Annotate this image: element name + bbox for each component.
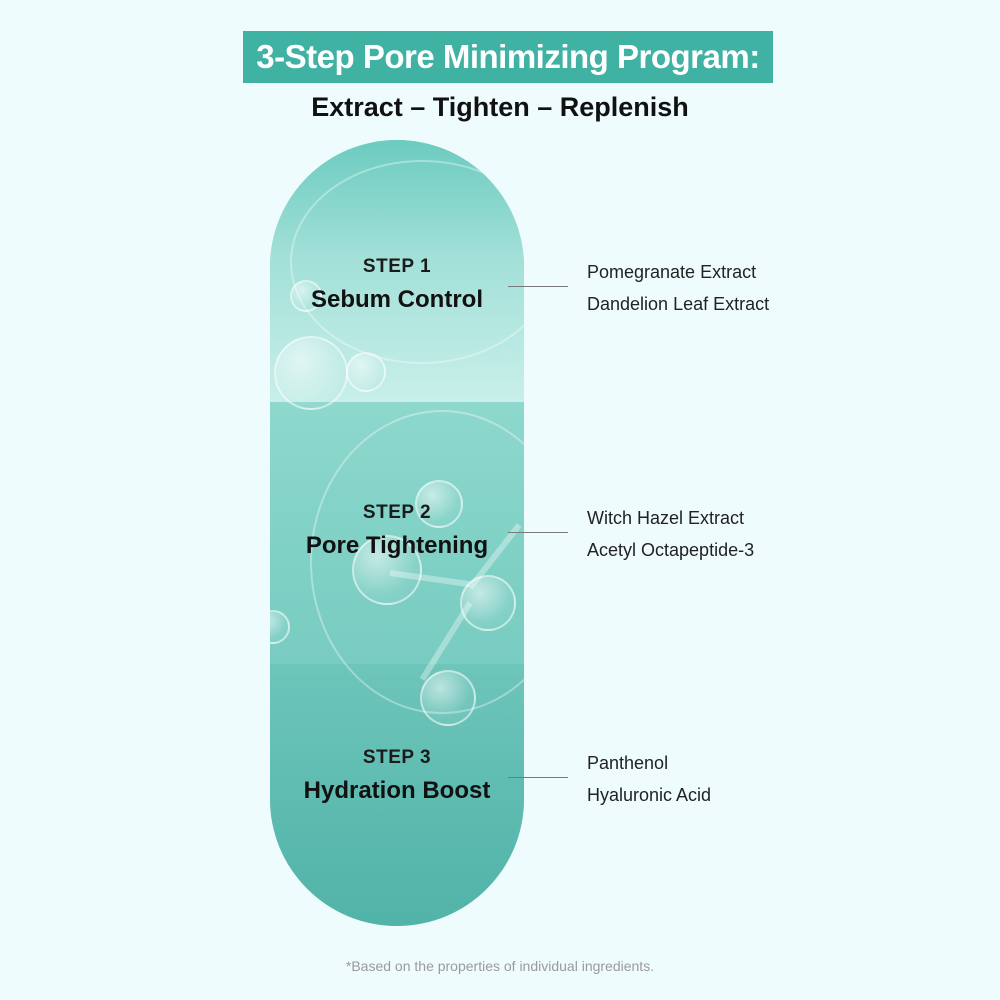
molecule-sphere-decoration xyxy=(420,670,476,726)
step-1-block: STEP 1 Sebum Control xyxy=(270,256,524,314)
page-subtitle: Extract – Tighten – Replenish xyxy=(311,92,689,122)
step-3-connector-line xyxy=(508,777,568,778)
ingredient-item: Dandelion Leaf Extract xyxy=(587,294,770,314)
step-3-title: Hydration Boost xyxy=(303,777,491,804)
step-2-connector-line xyxy=(508,532,568,533)
ingredient-item: Hyaluronic Acid xyxy=(587,785,712,805)
ingredient-item: Witch Hazel Extract xyxy=(587,508,745,528)
capsule-section-3 xyxy=(270,664,524,926)
water-bubble-decoration xyxy=(346,352,386,392)
molecule-sphere-decoration xyxy=(460,575,516,631)
step-1-title: Sebum Control xyxy=(311,286,483,313)
step-2-block: STEP 2 Pore Tightening xyxy=(270,502,524,560)
step-2-label: STEP 2 xyxy=(362,502,432,523)
molecule-sphere-decoration xyxy=(415,480,463,528)
step-3-ingredients: Panthenol Hyaluronic Acid xyxy=(587,747,711,811)
step-capsule: STEP 1 Sebum Control STEP 2 Pore Tighten… xyxy=(270,140,524,926)
water-ring-decoration xyxy=(290,160,524,364)
step-3-block: STEP 3 Hydration Boost xyxy=(270,747,524,805)
title-banner: 3-Step Pore Minimizing Program: xyxy=(243,31,773,83)
step-2-ingredients: Witch Hazel Extract Acetyl Octapeptide-3 xyxy=(587,502,754,566)
page-title: 3-Step Pore Minimizing Program: xyxy=(256,38,760,75)
footnote: *Based on the properties of individual i… xyxy=(345,958,655,974)
step-2-title: Pore Tightening xyxy=(305,532,489,559)
ingredient-item: Pomegranate Extract xyxy=(587,262,757,282)
water-bubble-decoration xyxy=(274,336,348,410)
ingredient-item: Acetyl Octapeptide-3 xyxy=(587,540,755,560)
step-3-label: STEP 3 xyxy=(362,747,432,768)
step-1-connector-line xyxy=(508,286,568,287)
step-1-label: STEP 1 xyxy=(362,256,432,277)
water-bubble-decoration xyxy=(290,280,322,312)
ingredient-item: Panthenol xyxy=(587,753,669,773)
molecule-sphere-decoration xyxy=(352,535,422,605)
step-1-ingredients: Pomegranate Extract Dandelion Leaf Extra… xyxy=(587,256,769,320)
